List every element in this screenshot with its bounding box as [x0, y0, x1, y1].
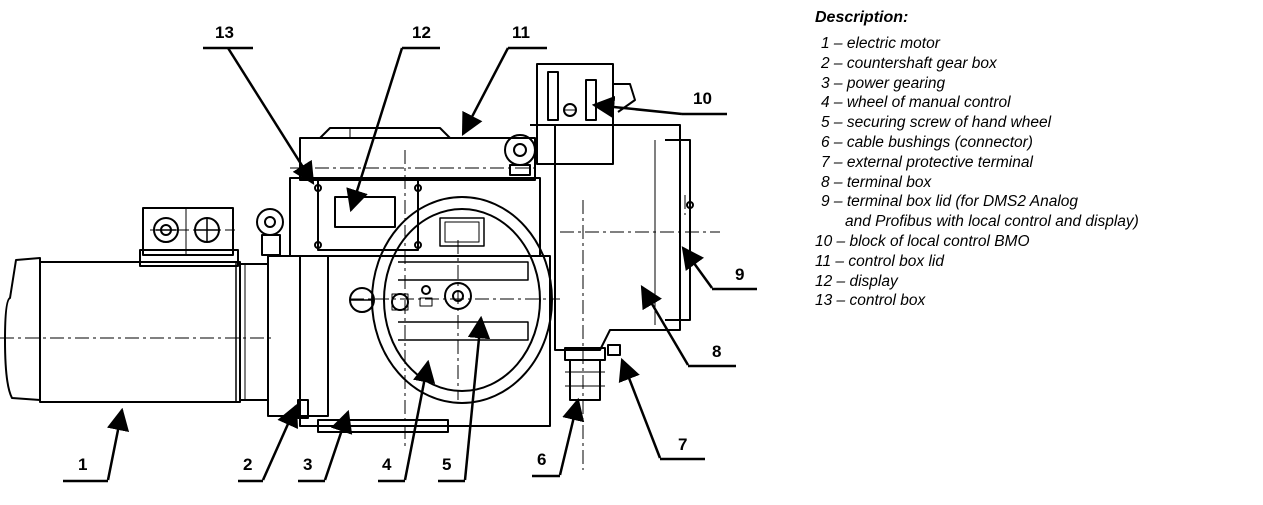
callout-4: 4 — [382, 455, 392, 474]
callout-2: 2 — [243, 455, 252, 474]
legend-title: Description: — [815, 9, 909, 26]
callout-13: 13 — [215, 23, 234, 42]
label-underlines — [63, 46, 757, 483]
callout-6: 6 — [537, 450, 546, 469]
actuator-drawing: 1 2 3 4 5 6 7 8 9 10 11 12 13 — [0, 23, 757, 483]
lifting-eye-right — [504, 134, 536, 176]
callout-3: 3 — [303, 455, 312, 474]
legend-item: 8 – terminal box — [821, 173, 932, 191]
callout-9: 9 — [735, 265, 744, 284]
legend-item: 6 – cable bushings (connector) — [821, 133, 1033, 151]
callout-1: 1 — [78, 455, 87, 474]
callout-8: 8 — [712, 342, 721, 361]
legend-item: 4 – wheel of manual control — [821, 94, 1011, 112]
local-control-block — [536, 63, 694, 209]
callout-10: 10 — [693, 89, 712, 108]
callout-11: 11 — [512, 23, 530, 42]
gearbox-body — [267, 255, 551, 433]
centre-lines — [0, 150, 720, 470]
legend-item: 9 – terminal box lid (for DMS2 Analog — [821, 193, 1079, 211]
hand-wheel — [371, 196, 553, 404]
legend-item: 10 – block of local control BMO — [815, 232, 1030, 250]
legend-item: 11 – control box lid — [815, 252, 944, 270]
description-legend: Description: 1 – electric motor 2 – coun… — [815, 8, 1255, 311]
callout-5: 5 — [442, 455, 451, 474]
callout-12: 12 — [412, 23, 431, 42]
legend-item: 13 – control box — [815, 292, 926, 310]
legend-item: 2 – countershaft gear box — [821, 54, 997, 72]
legend-item: 1 – electric motor — [821, 35, 940, 52]
leader-lines — [106, 47, 714, 481]
motor-connector-box — [139, 207, 239, 267]
control-box — [289, 137, 541, 257]
lifting-eye-left — [256, 208, 284, 256]
legend-list: 1 – electric motor 2 – countershaft gear… — [815, 34, 1255, 311]
legend-item: 7 – external protective terminal — [821, 153, 1033, 171]
control-box-lid — [319, 127, 451, 139]
legend-item: 3 – power gearing — [821, 74, 946, 92]
legend-item: and Profibus with local control and disp… — [845, 213, 1139, 231]
terminal-box — [530, 124, 691, 401]
callout-7: 7 — [678, 435, 687, 454]
legend-item: 5 – securing screw of hand wheel — [821, 114, 1052, 132]
electric-motor — [4, 257, 269, 403]
legend-item: 12 – display — [815, 272, 898, 290]
